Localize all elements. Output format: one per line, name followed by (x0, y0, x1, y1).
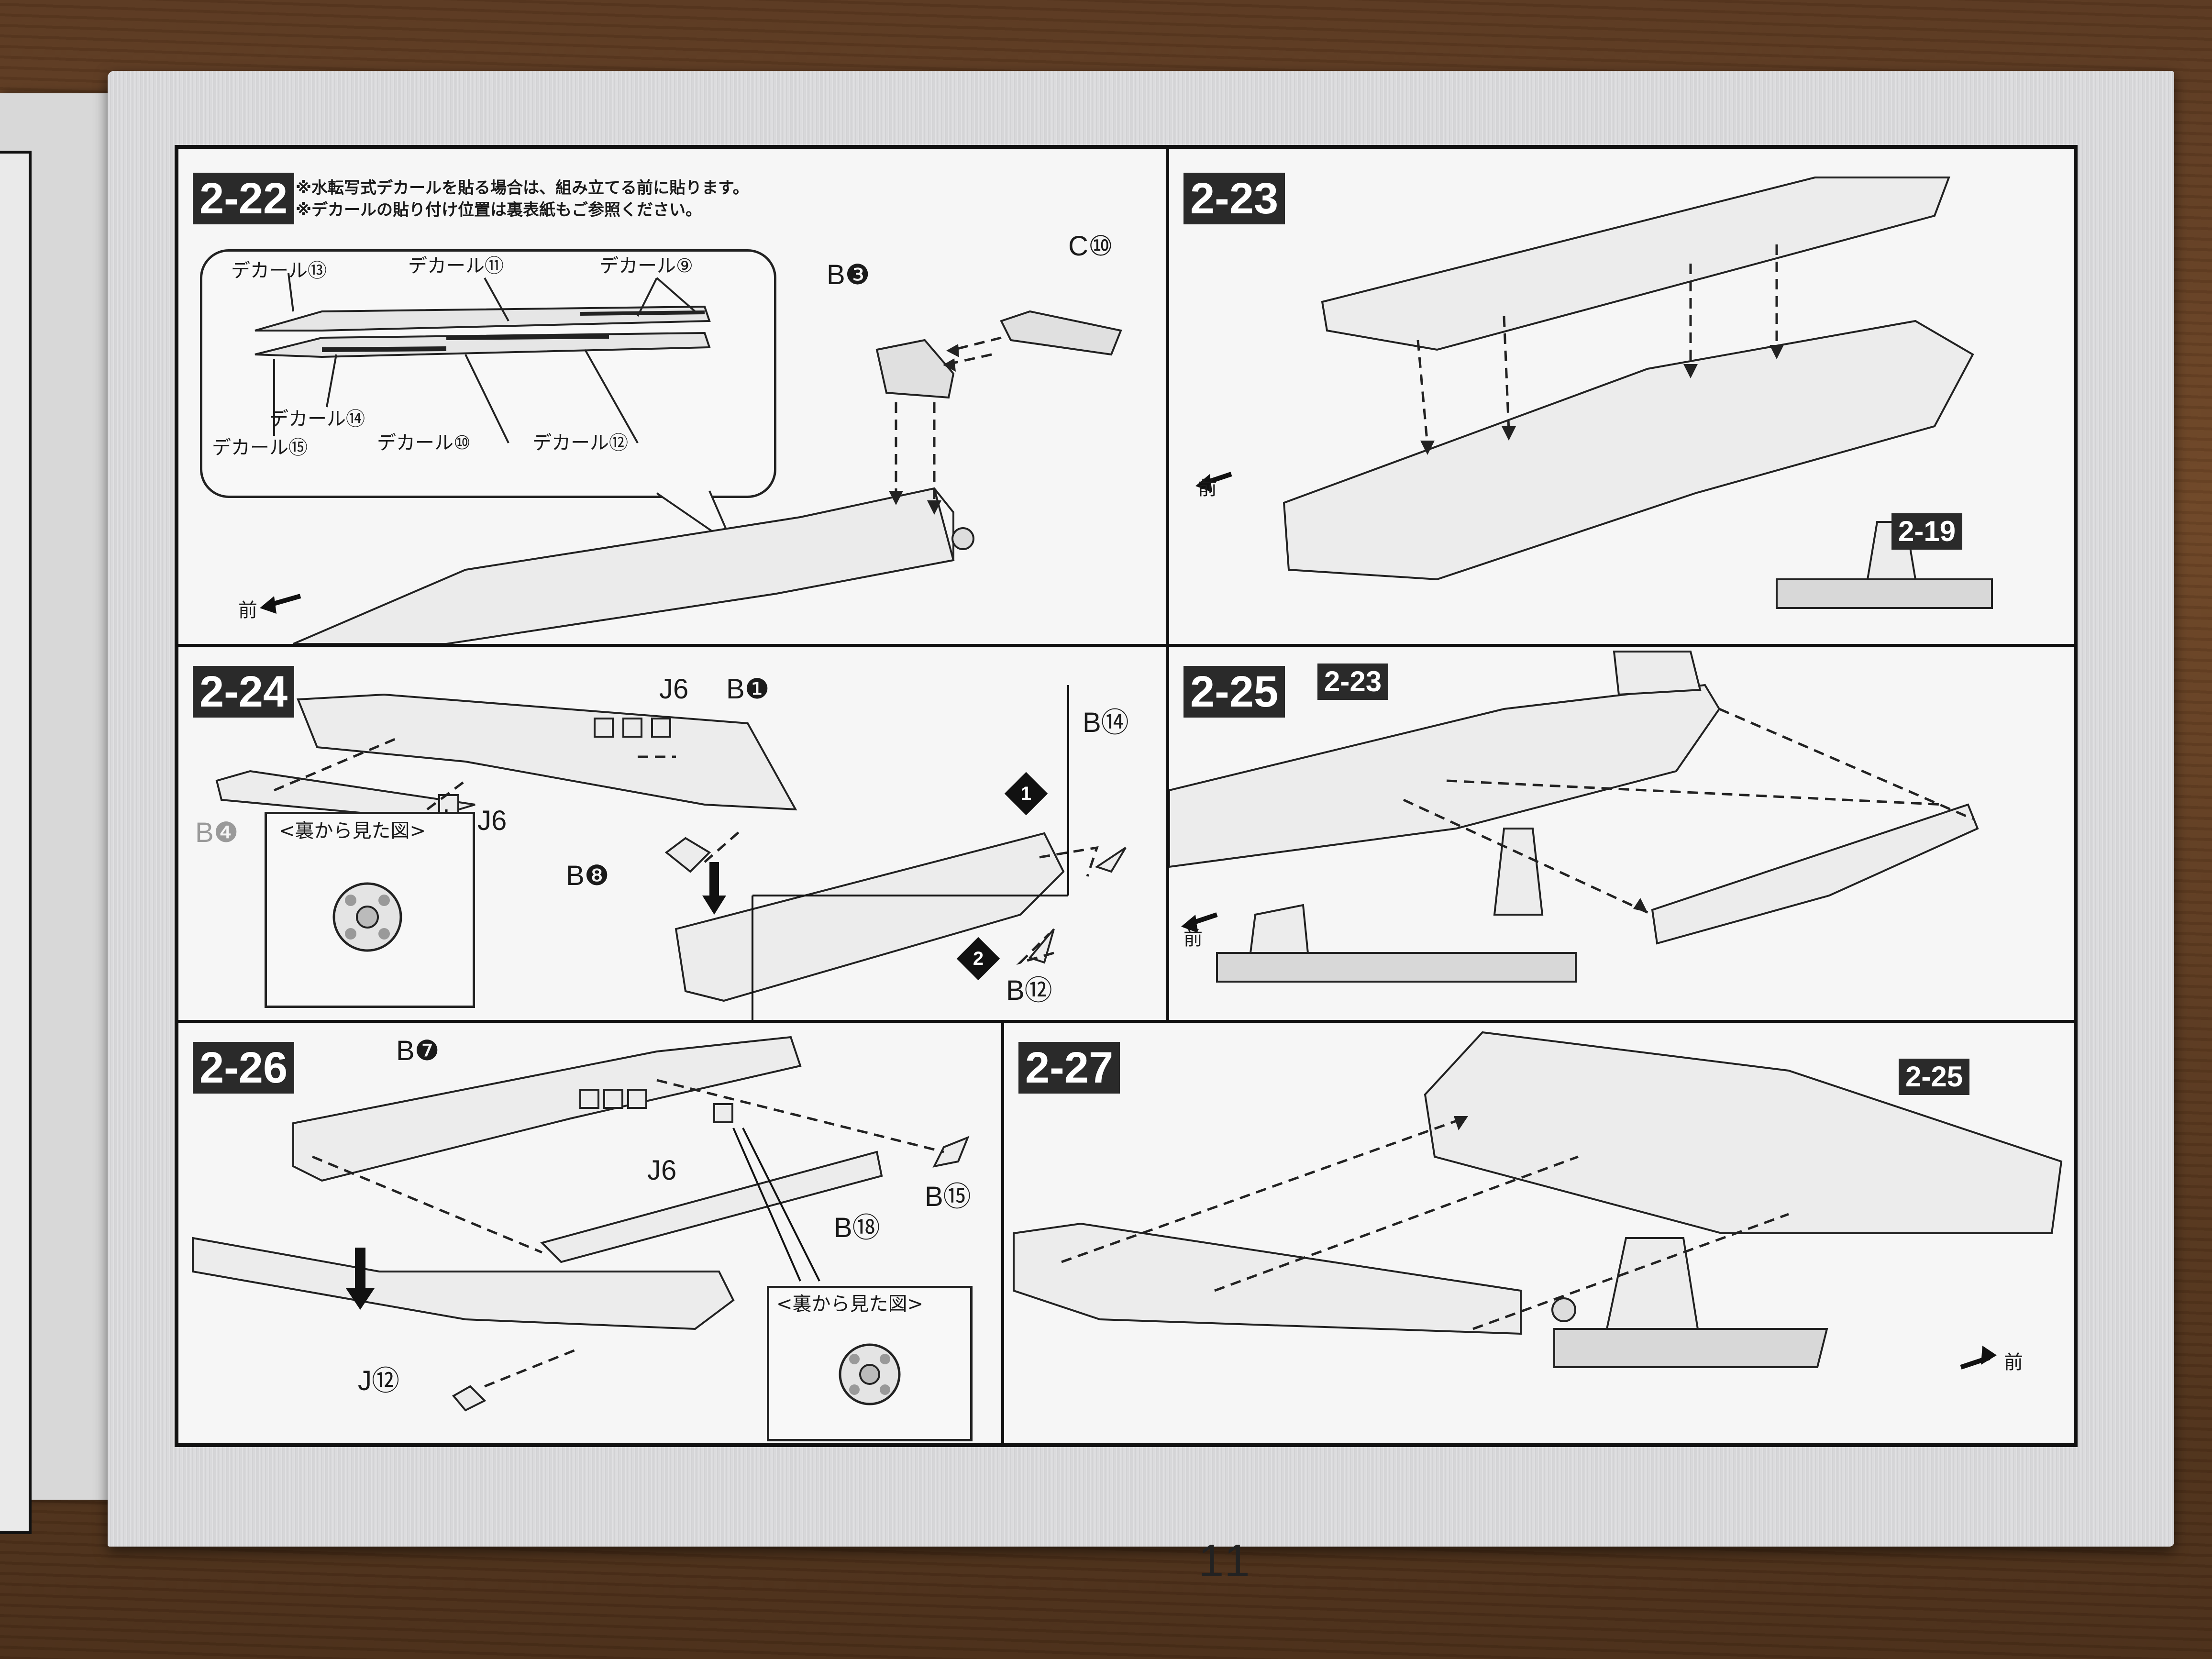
divider (1166, 149, 1169, 644)
decal-13-label: デカール⑬ (231, 260, 327, 282)
step-2-22-panel: 2-22 ※水転写式デカールを貼る場合は、組み立てる前に貼ります。 ※デカールの… (178, 149, 1166, 644)
back-view-drawing (332, 882, 402, 952)
step-2-23-panel: 2-23 (1169, 149, 2074, 644)
part-b12-label: B⑫ (1006, 975, 1052, 1006)
decal-note-2: ※デカールの貼り付け位置は裏表紙もご参照ください。 (296, 200, 702, 220)
divider (1166, 647, 1169, 1020)
front-label: 前 (1198, 477, 1217, 499)
left-page-edge (0, 93, 124, 1534)
step-2-24-drawing (215, 685, 1127, 1020)
decal-note-1: ※水転写式デカールを貼る場合は、組み立てる前に貼ります。 (296, 178, 749, 198)
front-label: 前 (1183, 928, 1203, 950)
back-view-inset-2 (767, 1286, 973, 1441)
step-marker-2: 2 (956, 937, 1000, 981)
part-j6-label-3: J6 (647, 1155, 677, 1186)
ref-2-25-badge: 2-25 (1899, 1059, 1970, 1095)
step-marker-1: 1 (1004, 772, 1048, 816)
instruction-frame: 2-22 ※水転写式デカールを貼る場合は、組み立てる前に貼ります。 ※デカールの… (175, 145, 2078, 1447)
step-2-27-panel: 2-27 2-25 前 (1004, 1023, 2074, 1443)
part-b7-label: B❼ (396, 1035, 440, 1066)
decal-12-label: デカール⑫ (532, 432, 628, 454)
page-number: 11 (1198, 1535, 1254, 1586)
front-label: 前 (238, 599, 257, 621)
decal-14-label: デカール⑭ (269, 408, 365, 430)
step-2-27-drawing (1013, 1031, 2063, 1370)
part-b14-label: B⑭ (1083, 707, 1129, 738)
decal-9-label: デカール⑨ (599, 255, 693, 277)
part-b15-label: B⑮ (925, 1181, 971, 1212)
step-2-24-badge: 2-24 (193, 666, 295, 718)
part-c10-label: C⑩ (1068, 231, 1113, 262)
part-b18-label: B⑱ (834, 1212, 880, 1243)
part-j6-label: J6 (659, 674, 689, 705)
step-2-23-drawing (1195, 177, 1993, 609)
divider (178, 1020, 2074, 1023)
decal-callout-bubble (200, 249, 776, 498)
decal-15-label: デカール⑮ (212, 437, 308, 459)
step-2-26-badge: 2-26 (193, 1042, 295, 1094)
front-label: 前 (2004, 1351, 2023, 1373)
back-view-title-2: <裏から見た図> (776, 1293, 924, 1315)
step-2-22-drawing (254, 273, 1122, 644)
part-b1-label: B❶ (726, 674, 770, 705)
step-2-26-drawing (192, 1036, 970, 1412)
decal-10-label: デカール⑩ (377, 432, 471, 454)
ref-2-23-badge: 2-23 (1317, 664, 1389, 700)
back-view-title: <裏から見た図> (279, 820, 426, 842)
divider (178, 644, 2074, 647)
part-j12-label: J⑫ (358, 1365, 400, 1396)
step-2-23-badge: 2-23 (1183, 173, 1285, 224)
step-2-22-badge: 2-22 (193, 173, 295, 224)
part-b3-label: B❸ (827, 259, 870, 290)
step-2-27-badge: 2-27 (1018, 1042, 1120, 1094)
back-view-inset (265, 812, 475, 1008)
step-2-24-panel: 2-24 (178, 647, 1166, 1020)
part-b8-label: B❽ (566, 860, 609, 891)
step-2-25-panel: 2-25 2-23 前 (1169, 647, 2074, 1020)
decal-11-label: デカール⑪ (408, 255, 504, 277)
step-2-26-panel: 2-26 (178, 1023, 1001, 1443)
left-page-border (0, 151, 32, 1534)
divider (1001, 1023, 1004, 1443)
ref-2-19-badge: 2-19 (1891, 513, 1963, 550)
part-b4-label: B❹ (195, 817, 239, 848)
step-2-25-badge: 2-25 (1183, 666, 1285, 718)
part-j6-label-2: J6 (477, 805, 507, 836)
instruction-page: 2-22 ※水転写式デカールを貼る場合は、組み立てる前に貼ります。 ※デカールの… (108, 71, 2174, 1586)
step-2-25-drawing (1169, 651, 1979, 983)
back-view-drawing-2 (839, 1343, 901, 1405)
